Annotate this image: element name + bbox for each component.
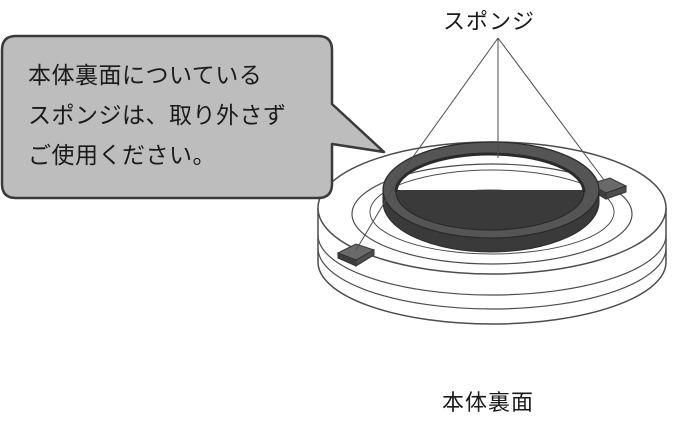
callout-line-1: 本体裏面についている	[28, 63, 263, 89]
callout-line-3: ご使用ください。	[28, 143, 216, 169]
ring-sponge	[382, 141, 600, 253]
callout-line-2: スポンジは、取り外さず	[28, 103, 287, 129]
callout-bubble	[0, 34, 386, 200]
device-inner-rim	[351, 163, 633, 265]
left-sponge-pad	[336, 243, 376, 267]
sponge-pointer-lines	[355, 37, 605, 251]
device-base-band-line2	[317, 247, 667, 310]
callout-text: 本体裏面についている スポンジは、取り外さず ご使用ください。	[28, 56, 287, 176]
device-base-band-line	[317, 234, 667, 296]
sponge-label: スポンジ	[443, 10, 536, 35]
device-inner-rim-2	[369, 169, 615, 255]
body-underside-label: 本体裏面	[442, 391, 535, 416]
